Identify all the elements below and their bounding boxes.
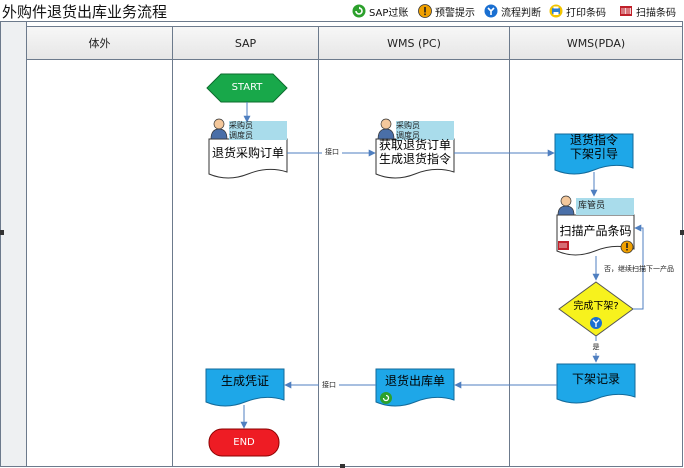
get-return-order-doc[interactable]	[375, 138, 455, 179]
header-top-line	[27, 26, 682, 27]
role-bar	[576, 198, 634, 215]
edge-label-no-continue: 否，继续扫描下一产品	[604, 265, 674, 273]
edge-label-yes: 是	[590, 341, 602, 353]
person-icon	[210, 118, 228, 140]
handle-bottom[interactable]	[340, 464, 345, 468]
legend-label: 流程判断	[501, 7, 541, 19]
handle-left[interactable]	[0, 230, 4, 235]
page-title: 外购件退货出库业务流程	[2, 3, 168, 21]
return-po-label: 退货采购订单	[211, 146, 284, 160]
legend-scan-barcode: 扫描条码	[619, 3, 676, 19]
return-cmd-label: 退货指令	[569, 133, 618, 147]
legend-process-judge: 流程判断	[484, 3, 541, 19]
scan-barcode-icon	[558, 241, 569, 250]
scan-product-label: 扫描产品条码	[559, 224, 632, 238]
lane-header-wms-pc: WMS (PC)	[319, 27, 510, 59]
role-buyer-label: 采购员	[396, 121, 420, 130]
person-icon	[557, 195, 575, 216]
edge-label-interface: 接口	[319, 379, 339, 391]
lane-header-wms-pda: WMS(PDA)	[510, 27, 682, 59]
lane-divider	[509, 60, 510, 466]
end-label: END	[233, 436, 255, 448]
gen-return-cmd-label: 生成退货指令	[378, 152, 451, 166]
generate-voucher-doc[interactable]	[205, 368, 285, 407]
lane-divider	[318, 60, 319, 466]
warning-icon	[620, 240, 634, 254]
process-judge-icon	[590, 317, 602, 329]
return-out-order-label: 退货出库单	[384, 374, 445, 388]
end-node[interactable]	[208, 428, 280, 457]
unshelve-record-doc[interactable]	[556, 363, 636, 404]
legend-warning: 预警提示	[418, 3, 475, 19]
return-po-doc[interactable]	[208, 138, 288, 179]
sap-post-icon	[352, 4, 366, 18]
get-return-order-label: 获取退货订单	[378, 138, 451, 152]
legend-sap-post: SAP过账	[352, 3, 408, 19]
legend-print-barcode: 打印条码	[549, 3, 606, 19]
edge-decision-no-loop	[633, 224, 644, 310]
legend-label: SAP过账	[369, 7, 409, 19]
edge-label-interface: 接口	[322, 146, 342, 158]
process-judge-icon	[484, 4, 498, 18]
decision-label: 完成下架?	[573, 301, 619, 312]
handle-right[interactable]	[680, 230, 684, 235]
gen-voucher-label: 生成凭证	[220, 374, 269, 388]
role-dispatcher-label: 调度员	[396, 131, 420, 140]
start-node[interactable]	[206, 73, 288, 103]
lane-header-sap: SAP	[173, 27, 319, 59]
role-buyer-label: 采购员	[229, 121, 253, 130]
return-command-doc[interactable]	[554, 133, 634, 175]
legend-label: 打印条码	[566, 7, 606, 19]
role-bar	[396, 121, 454, 140]
role-bar	[229, 121, 287, 140]
legend-label: 扫描条码	[636, 7, 676, 19]
lane-header-external: 体外	[27, 27, 173, 59]
unshelve-guide-label: 下架引导	[569, 147, 618, 161]
warning-icon	[418, 4, 432, 18]
unshelve-record-label: 下架记录	[571, 372, 620, 386]
return-out-order-doc[interactable]	[375, 368, 455, 407]
legend-label: 预警提示	[435, 7, 475, 19]
scan-barcode-icon	[620, 6, 632, 16]
role-dispatcher-label: 调度员	[229, 131, 253, 140]
sap-post-icon	[380, 392, 392, 404]
print-barcode-icon	[549, 4, 563, 18]
pool-left-strip	[1, 22, 27, 466]
role-warehouse-keeper-label: 库管员	[578, 201, 606, 211]
start-label: START	[231, 82, 263, 93]
header-bottom-line	[27, 59, 682, 60]
lane-divider	[172, 60, 173, 466]
person-icon	[377, 118, 395, 140]
